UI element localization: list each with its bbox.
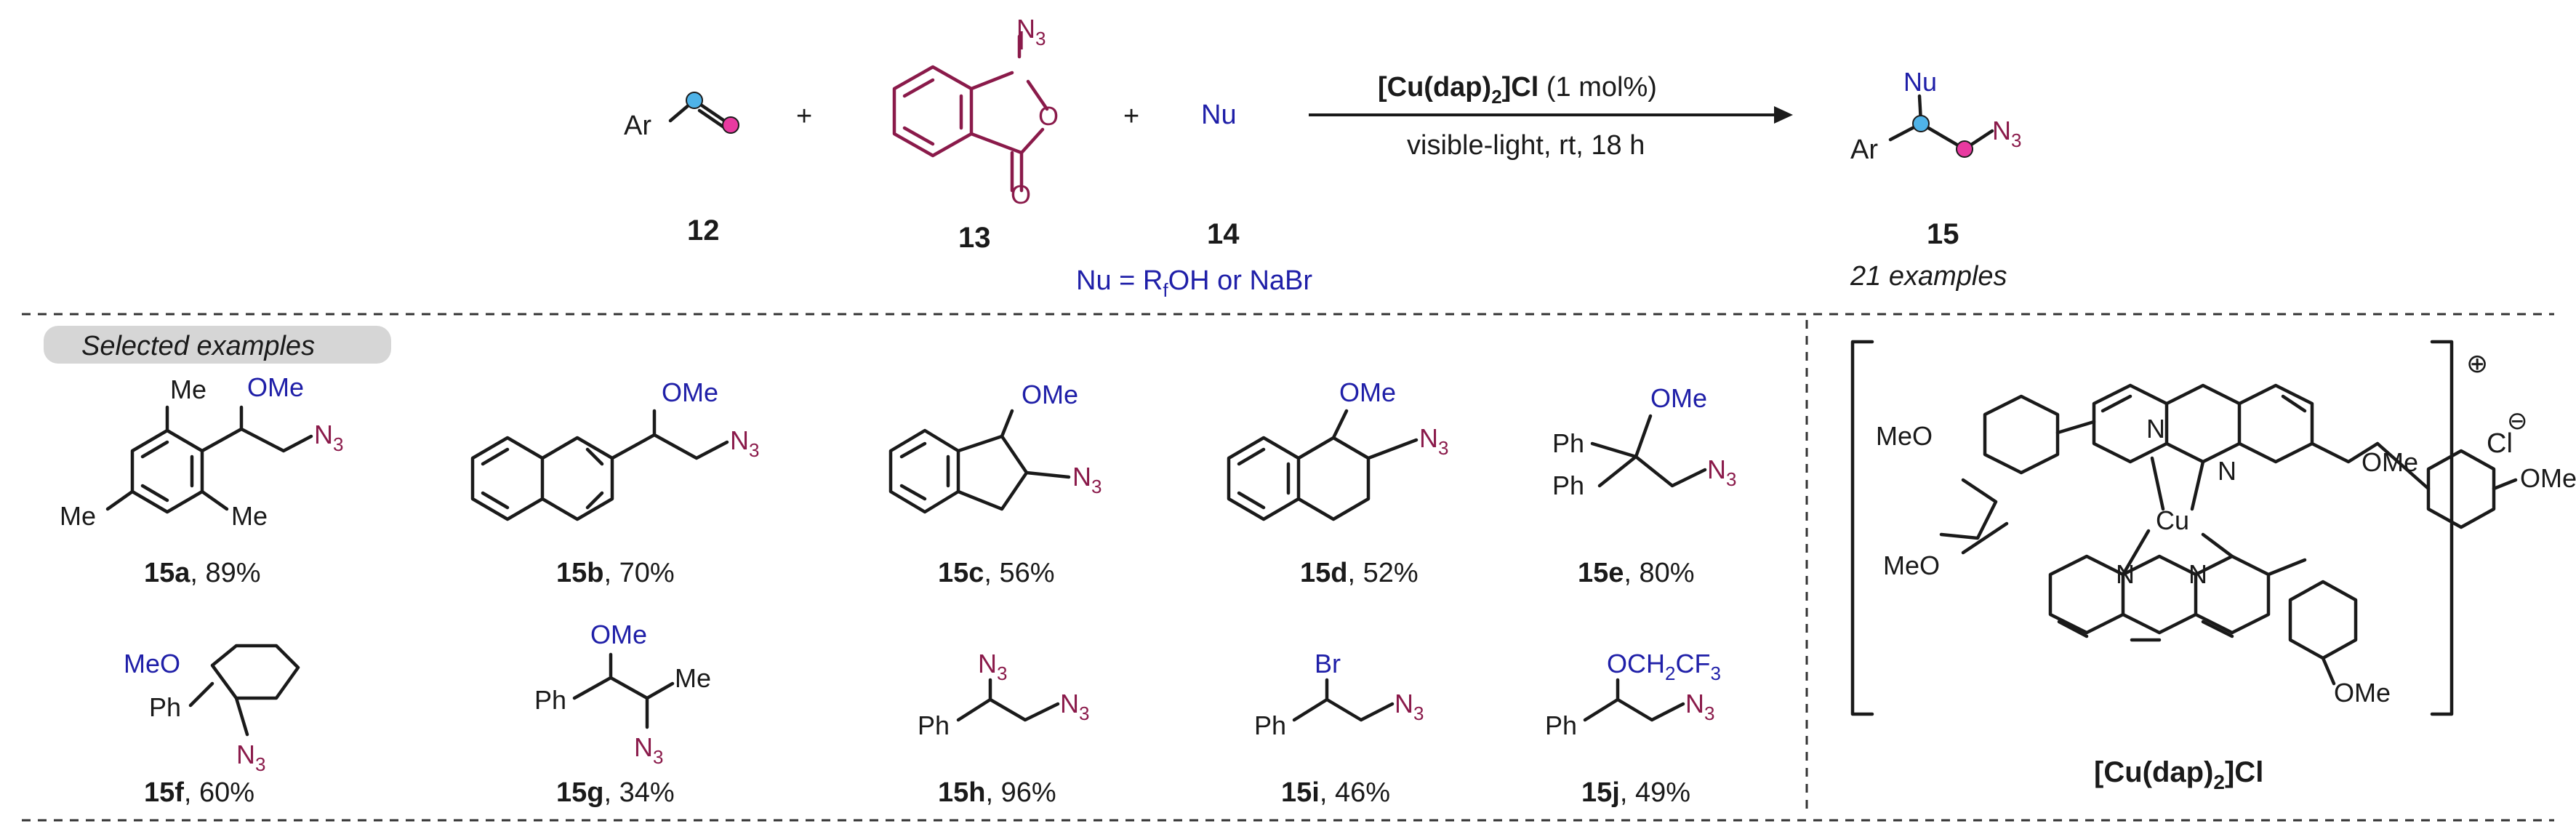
svg-text:OCH2CF3: OCH2CF3 <box>1607 649 1721 684</box>
ring-oxygen: O <box>1038 101 1059 131</box>
svg-text:N3: N3 <box>1072 462 1102 497</box>
svg-text:OMe: OMe <box>2362 447 2418 477</box>
reaction-arrow <box>1309 106 1793 124</box>
charge-plus: ⊕ <box>2466 348 2488 378</box>
carbonyl-oxygen: O <box>1011 180 1031 209</box>
svg-text:OMe: OMe <box>1339 377 1396 407</box>
iodine-atom: I <box>1018 25 1025 55</box>
product-ar: Ar <box>1850 135 1878 165</box>
chloride-label: Cl <box>2487 428 2513 459</box>
svg-text:N: N <box>2218 456 2236 486</box>
reagent-13: I N 3 O O <box>892 14 1059 209</box>
svg-text:N3: N3 <box>314 420 343 455</box>
structure-15g: OMe Ph Me N3 <box>534 620 711 768</box>
svg-text:Ph: Ph <box>1254 710 1286 740</box>
product-pink-dot-icon <box>1956 140 1973 158</box>
ar-label: Ar <box>624 111 651 141</box>
svg-text:N: N <box>2146 414 2165 444</box>
structure-15f: MeO Ph N3 <box>124 644 300 775</box>
nu-definition: Nu = RfOH or NaBr <box>1076 265 1312 301</box>
svg-text:N3: N3 <box>1685 689 1714 724</box>
examples-count: 21 examples <box>1850 261 2007 292</box>
product-15: Nu Ar N3 <box>1850 67 2021 165</box>
svg-text:Ph: Ph <box>1552 470 1584 500</box>
example-15j: 15j, 49% <box>1581 777 1690 808</box>
cyan-dot-icon <box>686 92 703 109</box>
svg-text:Me: Me <box>231 501 268 531</box>
plus-1: + <box>796 101 812 132</box>
structure-15e: Ph Ph OMe N3 <box>1552 383 1736 500</box>
example-15b: 15b, 70% <box>556 558 675 588</box>
svg-text:OMe: OMe <box>2334 678 2391 708</box>
structure-15j: OCH2CF3 Ph N3 <box>1545 649 1721 740</box>
svg-text:N: N <box>2188 559 2207 589</box>
example-15d: 15d, 52% <box>1300 558 1419 588</box>
azide-sub: 3 <box>1035 28 1046 49</box>
svg-text:Me: Me <box>675 663 711 693</box>
product-cyan-dot-icon <box>1912 115 1930 132</box>
example-15h: 15h, 96% <box>938 777 1056 808</box>
svg-text:Ph: Ph <box>1545 710 1577 740</box>
svg-text:N3: N3 <box>236 740 265 775</box>
svg-text:Ph: Ph <box>534 685 566 715</box>
svg-text:N3: N3 <box>978 649 1007 684</box>
svg-text:Ph: Ph <box>918 710 950 740</box>
svg-text:MeO: MeO <box>124 649 180 678</box>
svg-text:OMe: OMe <box>1022 380 1078 409</box>
example-15i: 15i, 46% <box>1281 777 1390 808</box>
label-13: 13 <box>958 222 991 254</box>
selected-label: Selected examples <box>81 331 315 361</box>
nu-reagent: Nu <box>1201 100 1237 130</box>
example-15c: 15c, 56% <box>938 558 1055 588</box>
example-15f: 15f, 60% <box>144 777 254 808</box>
azide-n: N <box>1016 14 1035 44</box>
svg-text:N3: N3 <box>730 425 759 461</box>
svg-text:OMe: OMe <box>2520 463 2576 493</box>
example-15a: 15a, 89% <box>144 558 261 588</box>
svg-text:N3: N3 <box>1060 689 1089 724</box>
example-15e: 15e, 80% <box>1578 558 1695 588</box>
svg-text:N3: N3 <box>1419 423 1448 459</box>
copper-label: Cu <box>2156 505 2189 535</box>
structure-15d: OMe N3 <box>1227 377 1448 521</box>
structure-15c: OMe N3 <box>888 380 1102 514</box>
svg-text:Br: Br <box>1315 649 1341 678</box>
catalyst-structure: ⊕ Cl ⊖ N N Cu N N MeO MeO OMe OMe OMe <box>1850 340 2576 716</box>
svg-text:MeO: MeO <box>1876 421 1933 451</box>
svg-text:Me: Me <box>170 375 206 404</box>
structure-15b: OMe N3 <box>470 377 759 521</box>
svg-text:OMe: OMe <box>590 620 647 649</box>
product-nu: Nu <box>1903 67 1937 97</box>
svg-text:OMe: OMe <box>662 377 718 407</box>
svg-text:N3: N3 <box>634 732 663 768</box>
svg-text:N3: N3 <box>1395 689 1424 724</box>
product-n3: N3 <box>1992 116 2021 151</box>
label-12: 12 <box>687 215 720 247</box>
alkene-12: Ar <box>624 92 739 141</box>
svg-text:Me: Me <box>60 501 96 531</box>
svg-text:N: N <box>2116 559 2135 589</box>
structure-15h: N3 Ph N3 <box>918 649 1089 740</box>
label-14: 14 <box>1207 218 1240 250</box>
catalyst-label: [Cu(dap)2]Cl <box>2094 756 2263 793</box>
svg-text:Ph: Ph <box>149 692 181 722</box>
svg-text:Ph: Ph <box>1552 428 1584 458</box>
svg-text:OMe: OMe <box>1650 383 1707 413</box>
pink-dot-icon <box>722 116 739 134</box>
label-15: 15 <box>1927 218 1959 250</box>
svg-text:OMe: OMe <box>247 372 304 402</box>
structure-15i: Br Ph N3 <box>1254 649 1424 740</box>
example-15g: 15g, 34% <box>556 777 675 808</box>
svg-text:MeO: MeO <box>1883 550 1940 580</box>
conditions-text: visible-light, rt, 18 h <box>1407 130 1645 161</box>
svg-text:N3: N3 <box>1707 454 1736 490</box>
structure-15a: Me OMe N3 Me Me <box>60 372 343 531</box>
selected-badge <box>44 326 391 364</box>
plus-2: + <box>1123 101 1139 132</box>
catalyst-text: [Cu(dap)2]Cl (1 mol%) <box>1378 72 1657 108</box>
charge-minus: ⊖ <box>2507 407 2528 435</box>
